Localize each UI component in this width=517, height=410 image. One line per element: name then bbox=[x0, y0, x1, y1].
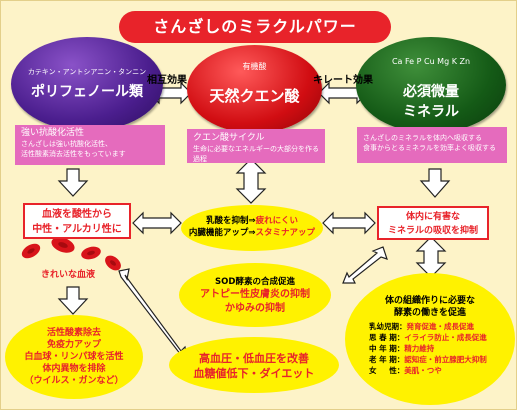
immune-line4: 体内異物を排除 bbox=[42, 364, 106, 374]
citric-info-box: クエン酸サイクル 生命に必要なエネルギーの大部分を作る過程 bbox=[187, 129, 325, 163]
polyphenol-sphere: カテキン・アントシアニン・タンニン ポリフェノール類 bbox=[11, 37, 163, 131]
tissue-row: 老 年 期：認知症・前立腺肥大抑制 bbox=[369, 354, 515, 365]
tissue-row: 乳幼児期：発育促進・成長促進 bbox=[369, 321, 515, 332]
lactic-line1-b: 疲れにくい bbox=[255, 216, 298, 226]
vertical-double-arrow-icon bbox=[235, 158, 267, 204]
vertical-double-arrow-icon bbox=[415, 236, 447, 278]
lactic-line2-a: 内臓機能アップ⇒ bbox=[188, 228, 256, 238]
tissue-row: 思 春 期：イライラ防止・成長促進 bbox=[369, 332, 515, 343]
sod-enzyme-ellipse: SOD酵素の合成促進 アトピー性皮膚炎の抑制 かゆみの抑制 bbox=[179, 263, 331, 327]
clean-blood-label: きれいな血液 bbox=[41, 270, 96, 280]
citric-acid-sphere: 有機酸 天然クエン酸 bbox=[187, 45, 322, 133]
immune-line5: （ウイルス・ガンなど） bbox=[24, 376, 124, 386]
down-arrow-icon bbox=[419, 168, 451, 198]
mineral-title-line2: ミネラル bbox=[403, 104, 459, 120]
harmful-mineral-box: 体内に有害な ミネラルの吸収を抑制 bbox=[377, 206, 489, 240]
down-arrow-icon bbox=[57, 286, 89, 315]
immune-ellipse: 活性酸素除去 免疫力アップ 白血球・リンパ球を活性 体内異物を排除 （ウイルス・… bbox=[5, 315, 143, 399]
mutual-effect-label: 相互効果 bbox=[147, 75, 187, 86]
diagonal-double-arrow-icon bbox=[118, 268, 188, 360]
pressure-line1: 高血圧・低血圧を改善 bbox=[199, 352, 309, 365]
tissue-row-value: 精力維持 bbox=[404, 344, 435, 353]
chelate-effect-label: キレート効果 bbox=[313, 75, 373, 86]
mineral-title-line1: 必須微量 bbox=[403, 84, 459, 100]
blood-ph-box: 血液を酸性から 中性・アルカリ性に bbox=[23, 203, 131, 239]
mineral-info-line1: さんざしのミネラルを体内へ吸収する bbox=[363, 134, 482, 142]
tissue-row-value: 美肌・つや bbox=[404, 366, 442, 375]
down-arrow-icon bbox=[57, 168, 89, 197]
mineral-subtitle: Ca Fe P Cu Mg K Zn bbox=[391, 57, 471, 66]
citric-subtitle: 有機酸 bbox=[242, 62, 267, 71]
sod-line2: アトピー性皮膚炎の抑制 bbox=[200, 289, 310, 300]
lactic-acid-ellipse: 乳酸を抑制⇒疲れにくい 内臓機能アップ⇒スタミナアップ bbox=[181, 205, 323, 251]
tissue-row-key: 中 年 期： bbox=[369, 344, 405, 353]
citric-info-line1: 生命に必要なエネルギーの大部分を作る過程 bbox=[193, 145, 319, 163]
diagram-title: さんざしのミラクルパワー bbox=[119, 11, 391, 43]
tissue-title-line2: 酵素の働きを促進 bbox=[393, 308, 466, 318]
polyphenol-info-box: 強い抗酸化活性 さんざしは強い抗酸化活性、 活性酸素消去活性をもっています bbox=[15, 125, 165, 165]
mineral-info-box: さんざしのミネラルを体内へ吸収する 食事からとるミネラルを効率よく吸収する bbox=[357, 127, 507, 163]
immune-line2: 免疫力アップ bbox=[46, 340, 101, 350]
tissue-row-key: 女 性： bbox=[369, 366, 405, 375]
sod-line3: かゆみの抑制 bbox=[225, 303, 285, 314]
double-arrow-icon bbox=[132, 211, 182, 235]
tissue-enzyme-ellipse: 体の組織作りに必要な 酵素の働きを促進 乳幼児期：発育促進・成長促進 思 春 期… bbox=[345, 273, 515, 405]
immune-line3: 白血球・リンパ球を活性 bbox=[24, 352, 124, 362]
tissue-row-value: イライラ防止・成長促進 bbox=[404, 333, 487, 342]
red-blood-cells-icon bbox=[21, 237, 121, 271]
tissue-row-key: 老 年 期： bbox=[369, 355, 405, 364]
blood-ph-line1: 血液を酸性から bbox=[42, 209, 112, 220]
tissue-row-key: 思 春 期： bbox=[369, 333, 405, 342]
double-arrow-icon bbox=[322, 211, 376, 235]
tissue-row: 中 年 期：精力維持 bbox=[369, 343, 515, 354]
lactic-line2-b: スタミナアップ bbox=[255, 228, 316, 238]
mineral-info-line2: 食事からとるミネラルを効率よく吸収する bbox=[363, 144, 496, 152]
immune-line1: 活性酸素除去 bbox=[46, 328, 101, 338]
tissue-row-value: 認知症・前立腺肥大抑制 bbox=[404, 355, 487, 364]
mineral-sphere: Ca Fe P Cu Mg K Zn 必須微量 ミネラル bbox=[356, 37, 506, 133]
polyphenol-info-line2: 活性酸素消去活性をもっています bbox=[21, 150, 126, 158]
polyphenol-info-line1: さんざしは強い抗酸化活性、 bbox=[21, 140, 112, 148]
blood-ph-line2: 中性・アルカリ性に bbox=[32, 224, 122, 235]
harmful-line2: ミネラルの吸収を抑制 bbox=[387, 226, 478, 236]
tissue-title-line1: 体の組織作りに必要な bbox=[384, 296, 475, 306]
polyphenol-subtitle: カテキン・アントシアニン・タンニン bbox=[27, 68, 147, 76]
tissue-row: 女 性：美肌・つや bbox=[369, 365, 515, 376]
tissue-row-value: 発育促進・成長促進 bbox=[406, 322, 475, 331]
polyphenol-info-heading: 強い抗酸化活性 bbox=[21, 128, 85, 138]
tissue-row-key: 乳幼児期： bbox=[369, 322, 407, 331]
harmful-line1: 体内に有害な bbox=[405, 212, 460, 222]
pressure-line2: 血糖値低下・ダイエット bbox=[193, 367, 315, 380]
diagonal-double-arrow-icon bbox=[342, 246, 388, 284]
citric-info-heading: クエン酸サイクル bbox=[193, 133, 265, 143]
polyphenol-title: ポリフェノール類 bbox=[31, 84, 143, 100]
lactic-line1-a: 乳酸を抑制⇒ bbox=[206, 216, 256, 226]
sod-line1: SOD酵素の合成促進 bbox=[215, 277, 295, 287]
citric-title: 天然クエン酸 bbox=[209, 87, 300, 105]
blood-pressure-ellipse: 高血圧・低血圧を改善 血糖値低下・ダイエット bbox=[169, 337, 339, 393]
